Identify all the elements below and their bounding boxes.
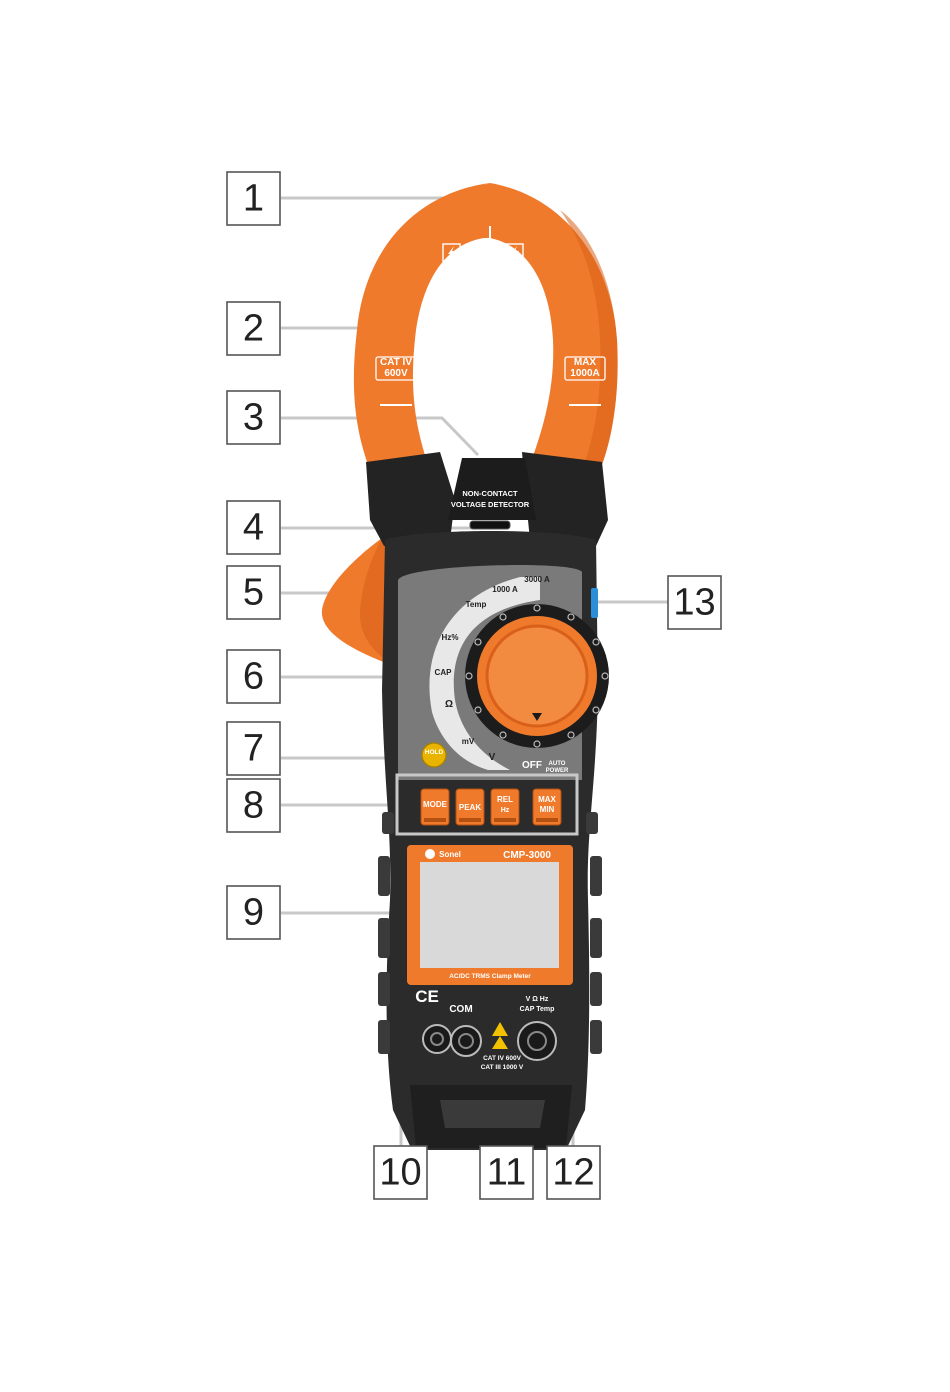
ce-mark: CE	[415, 987, 439, 1006]
rel-button-label: REL	[497, 795, 513, 804]
com-terminal[interactable]	[451, 1026, 481, 1056]
peak-button[interactable]: PEAK	[456, 789, 484, 825]
callout-4: 4	[227, 501, 280, 554]
callout-5: 5	[227, 566, 280, 619]
hold-button[interactable]: HOLD	[422, 743, 446, 767]
v-terminal-label: V Ω Hz	[526, 996, 549, 1003]
left-jaw	[354, 183, 490, 470]
svg-text:NON-CONTACT: NON-CONTACT	[462, 489, 518, 498]
max-min-button[interactable]: MAX MIN	[533, 789, 561, 825]
terminal-a[interactable]	[423, 1025, 451, 1053]
svg-text:9: 9	[243, 892, 264, 934]
svg-text:5: 5	[243, 572, 264, 614]
svg-text:11: 11	[487, 1152, 526, 1194]
dial-pos-temp: Temp	[466, 600, 487, 609]
callout-12: 12	[547, 1146, 600, 1199]
svg-text:7: 7	[243, 728, 264, 770]
clamp-jaw: CAT IV 600V MAX 1000A	[354, 183, 618, 470]
bottom-foot-notch	[440, 1100, 545, 1128]
svg-text:12: 12	[552, 1152, 594, 1194]
callout-8: 8	[227, 779, 280, 832]
dial-off-label: OFF	[522, 760, 542, 771]
svg-text:VOLTAGE DETECTOR: VOLTAGE DETECTOR	[451, 500, 530, 509]
hold-button-label: HOLD	[425, 749, 444, 756]
svg-text:2: 2	[243, 308, 264, 350]
rel-button-sub-label: Hz	[501, 807, 510, 814]
min-button-label: MIN	[540, 805, 555, 814]
svg-text:4: 4	[243, 507, 264, 549]
svg-text:CAT IV: CAT IV	[380, 357, 412, 368]
callout-1: 1	[227, 172, 280, 225]
head-shoulder-right	[522, 452, 608, 546]
v-terminal[interactable]	[518, 1022, 556, 1060]
svg-text:3: 3	[243, 397, 264, 439]
display-bezel: Sonel CMP-3000 AC/DC TRMS Clamp Meter	[407, 845, 573, 985]
dial-knob-face	[487, 626, 587, 726]
auto-power-label-1: AUTO	[549, 761, 566, 767]
dial-pos-hz: Hz%	[442, 633, 459, 642]
brand-label: Sonel	[439, 850, 461, 859]
mode-button-label: MODE	[423, 800, 448, 809]
callout-10: 10	[374, 1146, 427, 1199]
model-label: CMP-3000	[503, 850, 551, 861]
brand-logo-icon	[425, 849, 435, 859]
lcd-display	[420, 862, 559, 968]
cap-temp-label: CAP Temp	[520, 1006, 555, 1013]
max-button-label: MAX	[538, 795, 556, 804]
auto-power-label-2: POWER	[546, 768, 569, 774]
svg-text:13: 13	[673, 582, 715, 624]
dial-pos-ohm: Ω	[445, 699, 453, 710]
peak-button-label: PEAK	[459, 803, 481, 812]
callout-6: 6	[227, 650, 280, 703]
callout-3: 3	[227, 391, 280, 444]
dial-pos-v: V	[489, 752, 496, 763]
com-label: COM	[449, 1004, 472, 1015]
svg-text:1000A: 1000A	[570, 368, 599, 379]
rotary-function-switch[interactable]	[465, 604, 609, 748]
dial-pos-cap: CAP	[435, 668, 453, 677]
svg-text:8: 8	[243, 785, 264, 827]
svg-text:6: 6	[243, 656, 264, 698]
dial-pos-3000a: 3000 A	[524, 575, 550, 584]
rel-button[interactable]: REL Hz	[491, 789, 519, 825]
svg-text:MAX: MAX	[574, 357, 597, 368]
cat-rating-1: CAT IV 600V	[483, 1055, 521, 1062]
cat-rating-2: CAT III 1000 V	[481, 1064, 524, 1071]
side-button[interactable]	[591, 588, 598, 618]
callout-9: 9	[227, 886, 280, 939]
ncv-led	[470, 521, 510, 529]
callout-13: 13	[668, 576, 721, 629]
svg-text:1: 1	[243, 178, 264, 220]
svg-text:10: 10	[379, 1152, 421, 1194]
svg-text:600V: 600V	[384, 368, 408, 379]
callout-11: 11	[480, 1146, 533, 1199]
head-shoulder-left	[366, 452, 455, 546]
display-subtitle: AC/DC TRMS Clamp Meter	[449, 973, 531, 980]
dial-pos-1000a: 1000 A	[492, 585, 518, 594]
callout-2: 2	[227, 302, 280, 355]
mode-button[interactable]: MODE	[421, 789, 449, 825]
dial-pos-mv: mV	[462, 737, 475, 746]
callout-7: 7	[227, 722, 280, 775]
